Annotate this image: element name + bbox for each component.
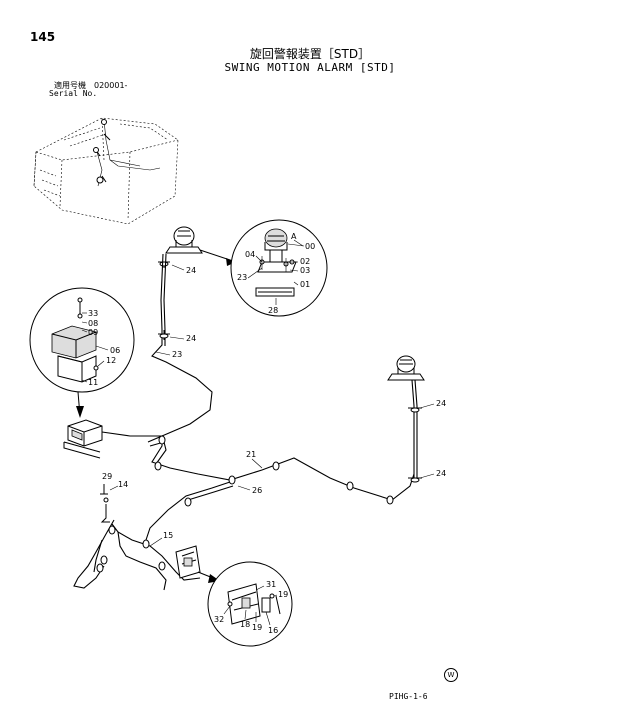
callout-part-11: 11 [88,378,98,387]
callout-part-04: 04 [245,250,255,259]
left-beacon-lamp [165,226,203,254]
callout-harness-26: 26 [252,486,262,495]
callout-part-32: 32 [214,615,224,624]
callout-right-clip-lower: 24 [436,469,446,478]
callout-part-16: 16 [268,626,278,635]
callout-right-clip-upper: 24 [436,399,446,408]
callout-detail-a: A [291,232,297,241]
page-title-english: SWING MOTION ALARM [STD] [224,61,396,74]
watermark-w-mark: W [444,668,458,682]
serial-label-japanese: 適用号機 020001- [54,81,128,90]
callout-part-18: 18 [240,620,250,629]
callout-part-33: 33 [88,309,98,318]
control-box-detail-callout: 33 08 09 06 12 11 [29,287,135,393]
right-beacon-lamp [387,355,425,381]
callout-part-06: 06 [110,346,120,355]
mounted-relay-bracket [175,545,201,579]
callout-part-12: 12 [106,356,116,365]
callout-part-02: 02 [300,257,310,266]
harness-clips-21 [154,435,394,505]
callout-harness-21: 21 [246,450,256,459]
page-title-japanese: 旋回警報装置［STD］ [249,47,371,61]
callout-harness-15: 15 [163,531,173,540]
callout-part-08: 08 [88,319,98,328]
lamp-detail-callout: A 00 02 03 01 04 23 28 [230,219,328,317]
callout-part-19-upper: 19 [278,590,288,599]
serial-label-english: Serial No. [49,89,98,98]
callout-part-19-lower: 19 [252,623,262,632]
left-lamp-clip-upper [158,261,170,268]
callout-part-31: 31 [266,580,276,589]
callout-left-clip-upper: 24 [186,266,196,275]
left-lamp-clip-lower [158,330,170,340]
callout-left-clip-lower: 24 [186,334,196,343]
bracket-detail-callout: 31 19 32 18 19 16 [207,561,293,647]
mounted-control-box [63,419,103,459]
harness-clips-15 [96,525,166,573]
callout-part-28: 28 [268,306,278,315]
callout-part-23-detail: 23 [237,273,247,282]
callout-part-14: 14 [118,480,128,489]
callout-part-29: 29 [102,472,112,481]
footer-code: PIHG-1-6 [389,692,428,701]
callout-part-01: 01 [300,280,310,289]
machine-outline [33,117,179,225]
callout-part-03: 03 [300,266,310,275]
callout-part-00: 00 [305,242,315,251]
right-lamp-clips [408,407,422,483]
callout-harness-23: 23 [172,350,182,359]
callout-part-09: 09 [88,328,98,337]
loose-hardware-29-14 [100,484,110,523]
page-number: 145 [30,30,56,44]
